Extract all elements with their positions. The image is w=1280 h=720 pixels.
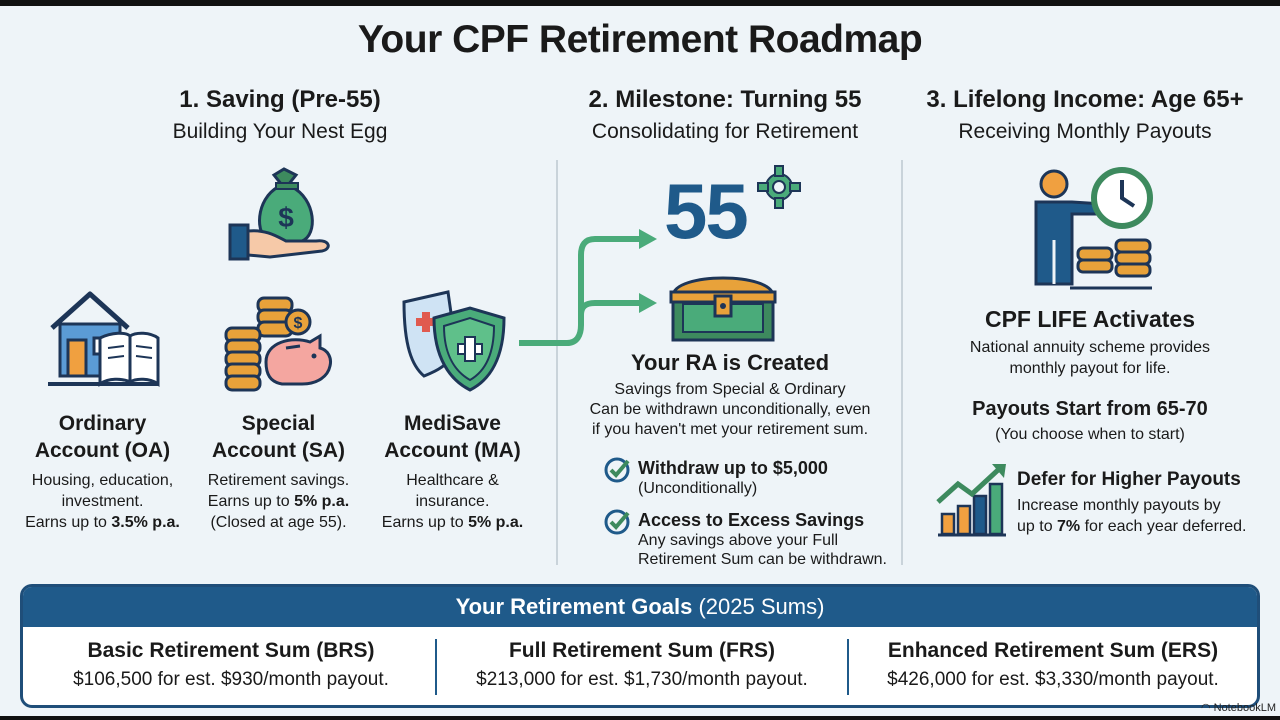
column-title: 1. Saving (Pre-55) <box>179 86 381 113</box>
page-title: Your CPF Retirement Roadmap <box>357 18 923 61</box>
svg-text:$: $ <box>294 315 303 332</box>
goal-divider <box>847 639 849 695</box>
retirement-goals-panel: Your Retirement Goals (2025 Sums) Basic … <box>20 584 1260 708</box>
check-title: Withdraw up to $5,000 <box>638 458 828 478</box>
column-subtitle: Consolidating for Retirement <box>591 120 859 143</box>
treasure-chest-icon <box>669 276 777 342</box>
goal-ers: Enhanced Retirement Sum (ERS) $426,000 f… <box>853 639 1253 691</box>
column-divider <box>556 160 558 565</box>
goals-header: Your Retirement Goals (2025 Sums) <box>23 587 1257 627</box>
column-subtitle: Building Your Nest Egg <box>172 120 388 143</box>
age-55-number: 55 <box>664 167 749 255</box>
notebooklm-watermark: ◠ NotebookLM <box>1200 702 1276 714</box>
goal-brs: Basic Retirement Sum (BRS) $106,500 for … <box>31 639 431 691</box>
svg-text:$: $ <box>278 202 294 233</box>
coins-piggy-bank-icon: $ <box>224 296 332 392</box>
column-title: 2. Milestone: Turning 55 <box>588 86 862 113</box>
account-description: Housing, education,investment.Earns up t… <box>25 472 180 531</box>
goal-frs: Full Retirement Sum (FRS) $213,000 for e… <box>442 639 842 691</box>
check-item-withdraw: Withdraw up to $5,000 (Unconditionally) <box>604 457 828 498</box>
growth-chart-icon <box>936 464 1006 537</box>
money-bag-hand-icon: $ <box>228 167 330 261</box>
goal-description: $213,000 for est. $1,730/month payout. <box>476 669 808 690</box>
defer-title: Defer for Higher Payouts <box>1017 469 1241 490</box>
person-clock-icon <box>1034 167 1153 290</box>
check-item-excess: Access to Excess Savings Any savings abo… <box>604 509 887 569</box>
payout-start-title: Payouts Start from 65-70 <box>972 398 1208 420</box>
check-circle-icon <box>604 457 630 483</box>
check-title: Access to Excess Savings <box>638 510 865 530</box>
check-circle-icon <box>604 509 630 535</box>
check-subtitle: (Unconditionally) <box>638 480 758 497</box>
column-heading-lifelong: 3. Lifelong Income: Age 65+ Receiving Mo… <box>910 86 1260 144</box>
column-title: 3. Lifelong Income: Age 65+ <box>926 86 1244 113</box>
house-book-icon <box>48 291 160 387</box>
goal-title: Full Retirement Sum (FRS) <box>508 639 776 662</box>
account-description: Healthcare &insurance.Earns up to 5% p.a… <box>381 472 524 531</box>
column-divider <box>901 160 903 565</box>
medical-shield-icon <box>402 290 506 392</box>
goal-description: $106,500 for est. $930/month payout. <box>73 669 389 690</box>
goal-divider <box>435 639 437 695</box>
gear-icon <box>757 165 801 209</box>
ra-title: Your RA is Created <box>630 350 830 375</box>
goal-title: Basic Retirement Sum (BRS) <box>87 639 375 662</box>
cpf-life-title: CPF LIFE Activates <box>984 306 1196 332</box>
account-description: Retirement savings.Earns up to 5% p.a.(C… <box>207 472 350 531</box>
column-heading-milestone: 2. Milestone: Turning 55 Consolidating f… <box>540 86 910 144</box>
flow-arrow-icon <box>519 229 657 346</box>
column-subtitle: Receiving Monthly Payouts <box>958 120 1212 143</box>
payout-start-subtitle: (You choose when to start) <box>995 426 1185 443</box>
column-heading-saving: 1. Saving (Pre-55) Building Your Nest Eg… <box>100 86 460 144</box>
goal-description: $426,000 for est. $3,330/month payout. <box>887 669 1219 690</box>
goal-title: Enhanced Retirement Sum (ERS) <box>887 639 1219 662</box>
